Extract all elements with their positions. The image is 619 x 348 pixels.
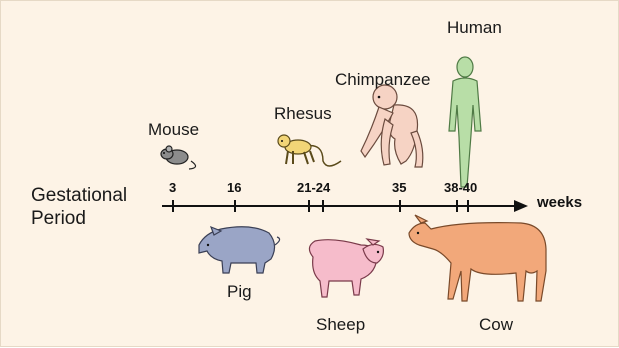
tick-label-35: 35 <box>392 180 406 195</box>
animal-label-chimpanzee: Chimpanzee <box>335 70 430 90</box>
rhesus-icon <box>278 135 341 166</box>
animal-label-cow: Cow <box>479 315 513 335</box>
animal-label-human: Human <box>447 18 502 38</box>
human-icon <box>449 57 481 187</box>
tick-label-21-24: 21-24 <box>297 180 330 195</box>
timeline-arrowhead <box>514 200 528 212</box>
mouse-icon <box>161 146 196 169</box>
tick-label-38-40: 38-40 <box>444 180 477 195</box>
animal-label-sheep: Sheep <box>316 315 365 335</box>
sheep-icon <box>309 239 383 297</box>
pig-icon <box>199 227 280 273</box>
tick-label-16: 16 <box>227 180 241 195</box>
axis-units-label: weeks <box>537 194 582 211</box>
chimpanzee-icon <box>361 85 423 167</box>
animal-label-pig: Pig <box>227 282 252 302</box>
cow-icon <box>409 215 546 301</box>
animal-label-mouse: Mouse <box>148 120 199 140</box>
tick-label-3: 3 <box>169 180 176 195</box>
animal-label-rhesus: Rhesus <box>274 104 332 124</box>
axis-title: Gestational Period <box>31 184 127 230</box>
